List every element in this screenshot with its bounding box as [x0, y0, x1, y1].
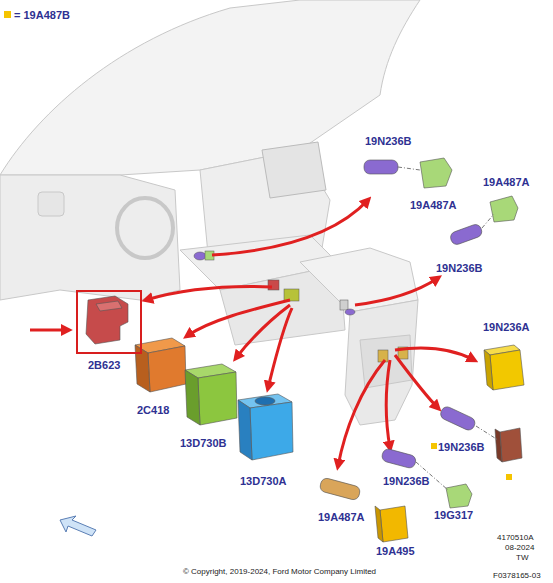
terminal: [420, 158, 452, 188]
part-front: [250, 402, 293, 460]
assembly-line: [482, 214, 494, 228]
location-arrow: [338, 360, 385, 466]
bracket: [340, 300, 348, 310]
switch: [284, 289, 299, 301]
part-front: [500, 428, 522, 462]
location-arrow: [146, 287, 272, 300]
part-face: [96, 301, 122, 311]
part-number: 19G317: [434, 509, 473, 521]
view-arrow: [60, 516, 96, 536]
part-front: [148, 346, 186, 392]
service-parts: [86, 158, 524, 542]
location-arrow: [395, 355, 438, 408]
terminal: [490, 196, 518, 222]
part-front: [490, 350, 524, 390]
key-marker: [431, 443, 437, 449]
part-number: 19N236B: [438, 441, 484, 453]
screen: [262, 142, 326, 198]
part-number: 13D730B: [180, 437, 226, 449]
part-number: 19N236B: [383, 475, 429, 487]
reference-code: 4170510A: [497, 533, 533, 542]
switch: [268, 280, 279, 290]
red-arrows: [30, 200, 474, 466]
connector: [439, 405, 477, 432]
connector: [319, 477, 361, 501]
reference-code: F0378165-03: [493, 571, 541, 580]
dashboard: [0, 0, 420, 425]
part-side: [185, 370, 200, 425]
terminal: [446, 484, 472, 508]
assembly-line: [476, 426, 498, 440]
part-number: 19N236B: [436, 262, 482, 274]
part-knob: [255, 397, 275, 405]
part-number: 19A487A: [483, 176, 529, 188]
legend-swatch: [4, 11, 11, 18]
connector: [449, 223, 484, 246]
part-number: 19N236A: [483, 321, 529, 333]
legend-entry: = 19A487B: [4, 9, 70, 21]
steering-column: [117, 198, 173, 258]
location-arrow: [268, 308, 292, 388]
part-number: 19N236B: [365, 135, 411, 147]
reference-code: 08-2024: [505, 543, 534, 552]
location-arrow: [212, 200, 368, 255]
connector: [364, 160, 398, 174]
connector: [381, 448, 417, 469]
pointer-arrow: [30, 329, 68, 332]
location-arrow: [355, 278, 438, 305]
location-arrow: [395, 348, 474, 360]
armrest: [300, 248, 418, 312]
part-side: [238, 400, 252, 460]
location-arrow: [386, 360, 390, 448]
part-side: [375, 506, 383, 542]
dash-lower: [0, 175, 180, 300]
part-number: 2C418: [137, 404, 169, 416]
part-switch: [86, 296, 128, 344]
part-number: 19A487A: [410, 199, 456, 211]
assembly-line: [398, 167, 420, 170]
part-front: [198, 372, 237, 425]
connector: [345, 309, 355, 315]
part-number: 19A495: [376, 545, 415, 557]
part-side: [495, 429, 502, 462]
installed-parts: [194, 251, 408, 362]
part-front: [380, 506, 408, 542]
highlight-box: 2B623: [76, 290, 142, 354]
dash-top: [0, 0, 420, 175]
air-vent: [38, 192, 64, 216]
copyright-caption: © Copyright, 2019-2024, Ford Motor Compa…: [0, 567, 553, 576]
part-number: 2B623: [88, 359, 120, 371]
connector: [194, 252, 206, 260]
legend-text: = 19A487B: [14, 9, 70, 21]
part-number: 19A487A: [318, 511, 364, 523]
key-marker: [506, 474, 512, 480]
part-number: 13D730A: [240, 475, 286, 487]
reference-code: TW: [516, 553, 528, 562]
part-side: [484, 350, 493, 390]
